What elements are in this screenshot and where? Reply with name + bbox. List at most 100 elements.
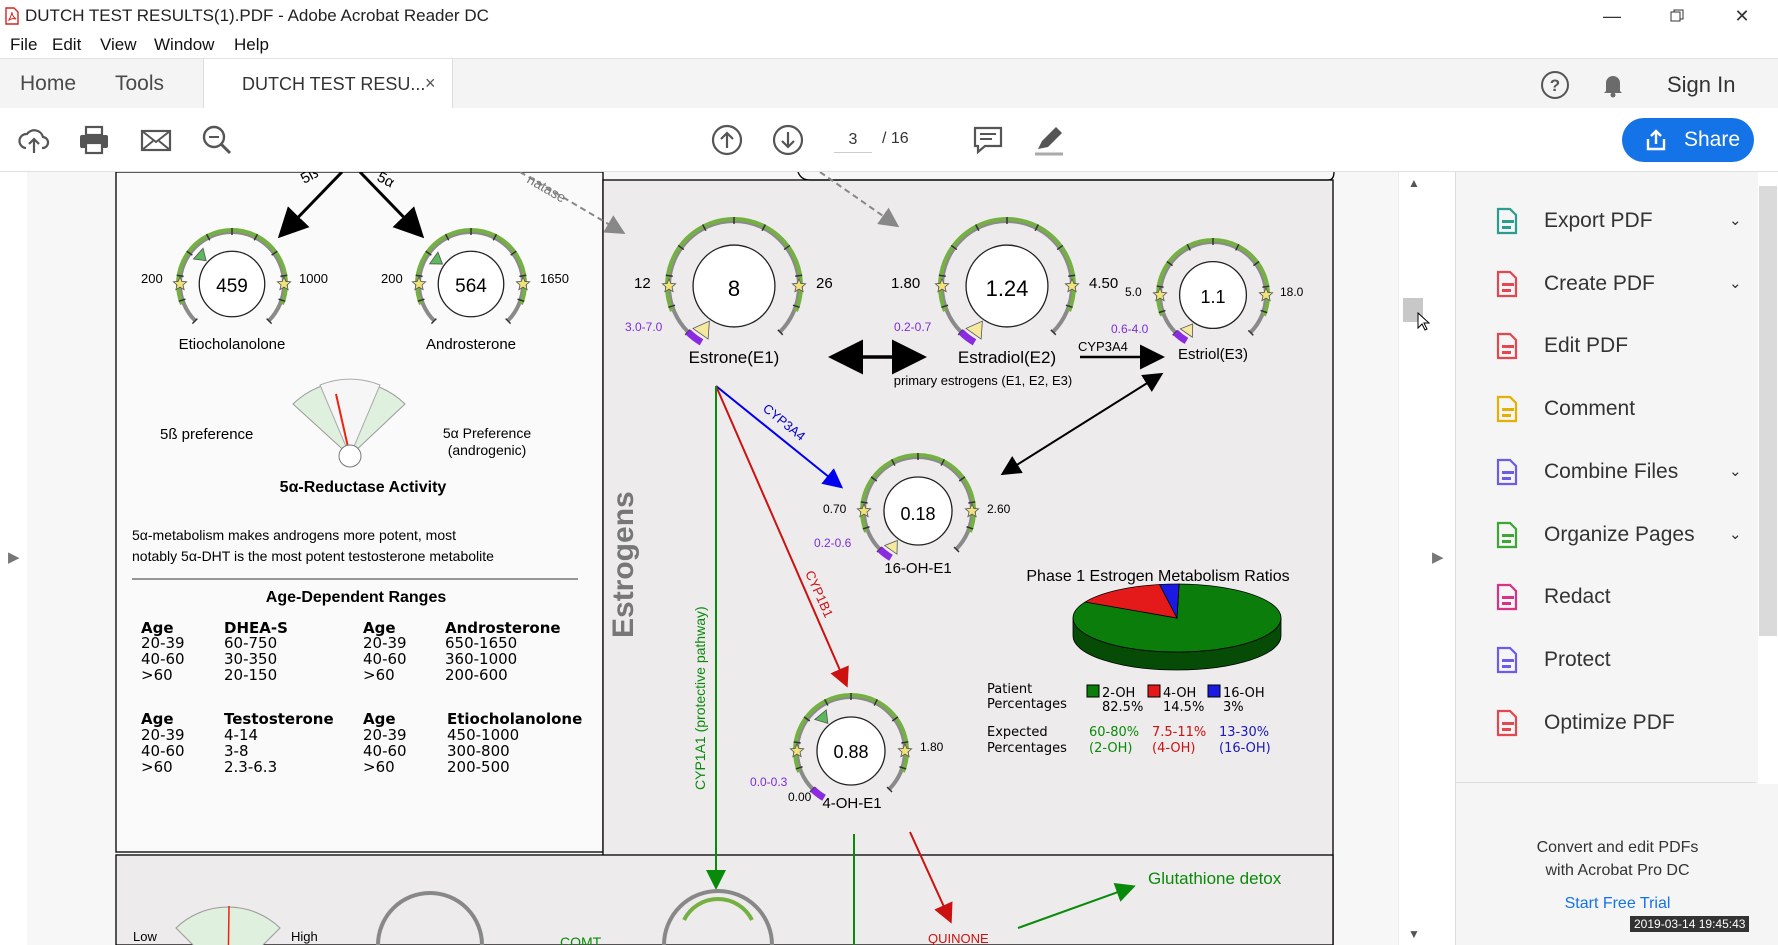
menu-file[interactable]: File bbox=[10, 35, 38, 54]
tool-organize-pages[interactable]: Organize Pages ⌄ bbox=[1492, 516, 1752, 556]
highlight-pen-icon[interactable] bbox=[1032, 123, 1066, 157]
primary-estrogens-label: primary estrogens (E1, E2, E3) bbox=[894, 373, 1072, 388]
quinone-label: QUINONE bbox=[928, 931, 989, 945]
t2-r1c0: 40-60 bbox=[141, 742, 185, 760]
tool-comment[interactable]: Comment bbox=[1492, 390, 1752, 430]
sign-in-link[interactable]: Sign In bbox=[1667, 72, 1736, 97]
low-label: Low bbox=[133, 929, 157, 944]
tool-create-pdf[interactable]: Create PDF⌄ bbox=[1492, 265, 1752, 305]
tab-home[interactable]: Home bbox=[20, 72, 77, 95]
patient-label-2: Percentages bbox=[987, 697, 1067, 712]
tool-label: Protect bbox=[1544, 647, 1611, 671]
menu-help[interactable]: Help bbox=[234, 35, 269, 54]
tool-label: Edit PDF bbox=[1544, 334, 1629, 358]
share-button[interactable]: Share bbox=[1622, 118, 1754, 162]
restore-button[interactable] bbox=[1649, 0, 1705, 32]
minimize-button[interactable]: — bbox=[1603, 5, 1621, 26]
menu-edit[interactable]: Edit bbox=[52, 35, 82, 54]
zoom-search-icon[interactable] bbox=[200, 123, 234, 157]
comment-icon[interactable] bbox=[971, 123, 1005, 157]
oh16-value: 0.18 bbox=[900, 504, 935, 524]
help-icon[interactable]: ? bbox=[1540, 70, 1570, 100]
menu-window[interactable]: Window bbox=[154, 35, 215, 54]
email-icon[interactable] bbox=[139, 123, 173, 157]
tool-label: Optimize PDF bbox=[1544, 710, 1675, 734]
t2-r2c1: 2.3-6.3 bbox=[224, 758, 277, 776]
tool-combine-files[interactable]: Combine Files⌄ bbox=[1492, 453, 1752, 493]
chevron-down-icon[interactable]: ⌄ bbox=[1729, 525, 1742, 543]
estradiol-low: 1.80 bbox=[891, 275, 920, 292]
tab-document[interactable]: DUTCH TEST RESU... × bbox=[203, 59, 453, 109]
oh16-label: 16-OH-E1 bbox=[884, 560, 952, 577]
oh4-low: 0.00 bbox=[788, 790, 812, 804]
pdf-page: 5ß 5α natase 459 200 1000 Etiocholanolon… bbox=[27, 172, 1398, 945]
pref-left-label: 5ß preference bbox=[160, 426, 253, 443]
print-icon[interactable] bbox=[77, 123, 111, 157]
scroll-up-icon[interactable]: ▲ bbox=[1408, 176, 1420, 190]
close-window-button[interactable]: ✕ bbox=[1734, 5, 1750, 26]
edit-pdf-icon bbox=[1496, 333, 1518, 360]
promo-text: Convert and edit PDFs with Acrobat Pro D… bbox=[1456, 836, 1778, 882]
t1-r0c0: 20-39 bbox=[141, 634, 185, 652]
left-pane-toggle-icon[interactable]: ▶ bbox=[8, 549, 20, 566]
menu-view[interactable]: View bbox=[100, 35, 137, 54]
t2-r0c3: 450-1000 bbox=[447, 726, 519, 744]
start-free-trial-link[interactable]: Start Free Trial bbox=[1564, 895, 1671, 912]
oh16-high: 2.60 bbox=[987, 502, 1011, 516]
t1-r2c1: 20-150 bbox=[224, 666, 277, 684]
tool-protect[interactable]: Protect bbox=[1492, 641, 1752, 681]
t1-r1c2: 40-60 bbox=[363, 650, 407, 668]
tool-edit-pdf[interactable]: Edit PDF bbox=[1492, 327, 1752, 367]
tool-export-pdf[interactable]: Export PDF⌄ bbox=[1492, 202, 1752, 242]
estriol-high: 18.0 bbox=[1280, 285, 1304, 299]
legend-swatch-16oh bbox=[1207, 684, 1221, 698]
upload-cloud-icon[interactable] bbox=[17, 123, 51, 157]
cyp3a4-top-label: CYP3A4 bbox=[1078, 339, 1128, 354]
gauge-androsterone bbox=[411, 228, 531, 325]
next-page-icon[interactable] bbox=[771, 123, 805, 157]
scroll-down-icon[interactable]: ▼ bbox=[1408, 927, 1420, 941]
tool-redact[interactable]: Redact bbox=[1492, 578, 1752, 618]
estriol-value: 1.1 bbox=[1200, 287, 1225, 307]
t2-r2c0: >60 bbox=[141, 758, 173, 776]
combine-files-icon bbox=[1496, 458, 1518, 485]
chevron-down-icon[interactable]: ⌄ bbox=[1729, 274, 1742, 292]
document-viewport[interactable]: 5ß 5α natase 459 200 1000 Etiocholanolon… bbox=[0, 172, 1455, 945]
estrone-label: Estrone(E1) bbox=[689, 348, 780, 367]
reductase-title: 5α-Reductase Activity bbox=[280, 479, 447, 496]
close-tab-button[interactable]: × bbox=[425, 73, 436, 93]
estrone-low: 12 bbox=[634, 275, 651, 292]
androsterone-low: 200 bbox=[381, 271, 403, 286]
page-number-input[interactable]: 3 bbox=[834, 128, 872, 153]
comment-icon bbox=[1496, 395, 1518, 423]
expected-2oh-tag: (2-OH) bbox=[1089, 741, 1132, 756]
tool-optimize-pdf[interactable]: Optimize PDF bbox=[1492, 704, 1752, 744]
chevron-down-icon[interactable]: ⌄ bbox=[1729, 212, 1742, 229]
oh4-value: 0.88 bbox=[833, 742, 868, 762]
legend-swatch-2oh bbox=[1086, 684, 1100, 698]
previous-page-icon[interactable] bbox=[710, 123, 744, 157]
svg-text:?: ? bbox=[1550, 76, 1560, 95]
promo-line-2: with Acrobat Pro DC bbox=[1545, 862, 1690, 879]
t1-r2c3: 200-600 bbox=[445, 666, 508, 684]
t2-h1: Testosterone bbox=[224, 710, 334, 728]
chevron-down-icon[interactable]: ⌄ bbox=[1729, 462, 1742, 480]
tab-tools[interactable]: Tools bbox=[115, 72, 165, 95]
androsterone-high: 1650 bbox=[540, 271, 569, 286]
legend-pct-2oh: 82.5% bbox=[1102, 700, 1143, 715]
tools-pane-scroll-thumb[interactable] bbox=[1759, 186, 1777, 636]
tool-label: Organize Pages bbox=[1544, 522, 1695, 546]
tool-label: Redact bbox=[1544, 585, 1611, 609]
expected-label-2: Percentages bbox=[987, 741, 1067, 756]
t1-r0c1: 60-750 bbox=[224, 634, 277, 652]
expected-label-1: Expected bbox=[987, 725, 1048, 740]
estriol-label: Estriol(E3) bbox=[1178, 346, 1248, 363]
etiocholanolone-high: 1000 bbox=[299, 271, 328, 286]
right-pane-toggle-icon[interactable]: ▶ bbox=[1432, 549, 1444, 566]
oh4-label: 4-OH-E1 bbox=[822, 795, 881, 812]
gauge-etiocholanolone bbox=[172, 228, 292, 325]
bell-icon[interactable] bbox=[1598, 70, 1628, 100]
t2-r2c2: >60 bbox=[363, 758, 395, 776]
legend-pct-4oh: 14.5% bbox=[1163, 700, 1204, 715]
document-scrollbar[interactable]: ▲ ▼ bbox=[1398, 172, 1431, 945]
